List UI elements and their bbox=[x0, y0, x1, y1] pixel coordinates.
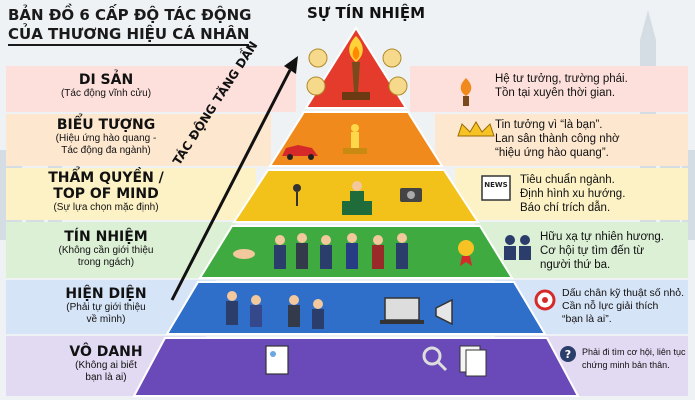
level-4-title: TÍN NHIỆM bbox=[64, 229, 148, 245]
news-icon: NEWS bbox=[481, 175, 511, 201]
level-3-label: THẨM QUYỀN / TOP OF MIND (Sự lựa chọn mặ… bbox=[6, 170, 206, 214]
level-6-desc-line-1: Phải đi tìm cơ hội, liên tục bbox=[582, 347, 686, 357]
torch-icon bbox=[342, 36, 370, 100]
band-right-2 bbox=[435, 114, 688, 166]
level-3-title-2: TOP OF MIND bbox=[53, 186, 159, 202]
target-icon bbox=[534, 289, 556, 311]
level-4-label: TÍN NHIỆM (Không cần giới thiệu trong ng… bbox=[6, 229, 206, 269]
level-5-desc-line-3: “bạn là ai”. bbox=[562, 313, 612, 325]
level-6-title: VÔ DANH bbox=[69, 344, 143, 360]
band-right-1 bbox=[410, 66, 688, 112]
band-left-1 bbox=[6, 66, 296, 112]
svg-text:NEWS: NEWS bbox=[484, 181, 507, 189]
level-1-description: Hệ tư tưởng, trường phái. Tồn tại xuyên … bbox=[495, 72, 685, 100]
level-5-subtitle-1: (Phải tự giới thiệu bbox=[66, 302, 146, 313]
statue-icon bbox=[343, 124, 367, 154]
level-2-desc-line-1: Tin tưởng vì “là bạn”. bbox=[495, 119, 603, 131]
level-2-title: BIỂU TƯỢNG bbox=[56, 117, 156, 133]
people-icon bbox=[504, 235, 531, 260]
level-5-desc-line-2: Cần nỗ lực giải thích bbox=[562, 300, 659, 312]
level-2-description: Tin tưởng vì “là bạn”. Lan sân thành côn… bbox=[495, 118, 685, 160]
meeting-people-icon bbox=[226, 291, 324, 329]
band-left-2 bbox=[6, 114, 271, 166]
resume-document-icon bbox=[265, 345, 289, 375]
question-icon: ? bbox=[560, 346, 576, 362]
level-5-label: HIỆN DIỆN (Phải tự giới thiệu về mình) bbox=[6, 286, 206, 326]
svg-text:?: ? bbox=[565, 348, 571, 361]
award-medal-icon bbox=[458, 240, 474, 266]
axis-arrow bbox=[170, 56, 298, 301]
level-4-subtitle-2: trong ngách) bbox=[77, 257, 135, 268]
camera-icon bbox=[400, 188, 422, 202]
level-4-desc-line-1: Hữu xạ tự nhiên hương. bbox=[540, 231, 664, 243]
title-line-2: CỦA THƯƠNG HIỆU CÁ NHÂN bbox=[8, 25, 250, 46]
diagram-title: BẢN ĐỒ 6 CẤP ĐỘ TÁC ĐỘNG CỦA THƯƠNG HIỆU… bbox=[8, 6, 258, 46]
level-2-subtitle-1: (Hiệu ứng hào quang - bbox=[55, 133, 157, 144]
papers-icon bbox=[459, 345, 487, 377]
level-3-desc-line-2: Định hình xu hướng. bbox=[520, 188, 626, 200]
torch-small-icon bbox=[460, 78, 472, 106]
level-3-description: Tiêu chuẩn ngành. Định hình xu hướng. Bá… bbox=[520, 173, 695, 215]
band-left-3 bbox=[6, 168, 256, 220]
level-5-description: Dấu chân kỹ thuật số nhỏ. Cần nỗ lực giả… bbox=[562, 287, 695, 326]
level-1-title: DI SẢN bbox=[78, 72, 134, 88]
megaphone-icon bbox=[435, 298, 453, 326]
level-2-label: BIỂU TƯỢNG (Hiệu ứng hào quang - Tác độn… bbox=[6, 117, 206, 157]
level-2-subtitle-2: Tác động đa ngành) bbox=[61, 145, 151, 156]
level-3-desc-line-1: Tiêu chuẩn ngành. bbox=[520, 174, 615, 186]
level-6-subtitle-2: bạn là ai) bbox=[85, 372, 127, 383]
level-6-subtitle-1: (Không ai biết bbox=[75, 360, 137, 371]
level-5-subtitle-2: về mình) bbox=[86, 314, 126, 325]
speaker-podium-icon bbox=[342, 181, 372, 215]
magnifier-icon bbox=[422, 346, 448, 372]
level-2-desc-line-2: Lan sân thành công nhờ bbox=[495, 133, 620, 145]
level-6-label: VÔ DANH (Không ai biết bạn là ai) bbox=[6, 344, 206, 384]
level-4-desc-line-3: người thứ ba. bbox=[540, 259, 611, 271]
level-2-desc-line-3: “hiệu ứng hào quang”. bbox=[495, 147, 609, 159]
level-3-desc-line-3: Báo chí trích dẫn. bbox=[520, 202, 611, 214]
car-icon bbox=[282, 145, 318, 160]
team-people-icon bbox=[274, 233, 408, 269]
handshake-icon bbox=[233, 249, 255, 259]
level-1-label: DI SẢN (Tác động vĩnh cửu) bbox=[6, 72, 206, 100]
apex-label: SỰ TÍN NHIỆM bbox=[306, 4, 425, 22]
level-1-subtitle: (Tác động vĩnh cửu) bbox=[60, 88, 152, 99]
level-5-title: HIỆN DIỆN bbox=[65, 286, 147, 302]
level-4-desc-line-2: Cơ hội tự tìm đến từ bbox=[540, 245, 645, 257]
level-4-description: Hữu xạ tự nhiên hương. Cơ hội tự tìm đến… bbox=[540, 230, 695, 272]
level-3-title: THẨM QUYỀN / bbox=[48, 170, 164, 186]
title-line-1: BẢN ĐỒ 6 CẤP ĐỘ TÁC ĐỘNG bbox=[8, 6, 252, 24]
level-1-desc-line-1: Hệ tư tưởng, trường phái. bbox=[495, 73, 628, 85]
level-5-desc-line-1: Dấu chân kỹ thuật số nhỏ. bbox=[562, 287, 684, 299]
crown-icon bbox=[457, 121, 495, 137]
level-6-description: Phải đi tìm cơ hội, liên tục chứng minh … bbox=[582, 346, 690, 372]
level-1-desc-line-2: Tồn tại xuyên thời gian. bbox=[495, 87, 616, 99]
laptop-icon bbox=[380, 297, 424, 324]
level-6-desc-line-2: chứng minh bản thân. bbox=[582, 360, 670, 370]
level-4-subtitle-1: (Không cần giới thiệu bbox=[58, 245, 154, 256]
portrait-icons bbox=[306, 48, 408, 96]
microphone-icon bbox=[293, 184, 301, 206]
tier-5-presence bbox=[165, 281, 547, 335]
level-3-subtitle: (Sự lựa chọn mặc định) bbox=[53, 202, 159, 213]
